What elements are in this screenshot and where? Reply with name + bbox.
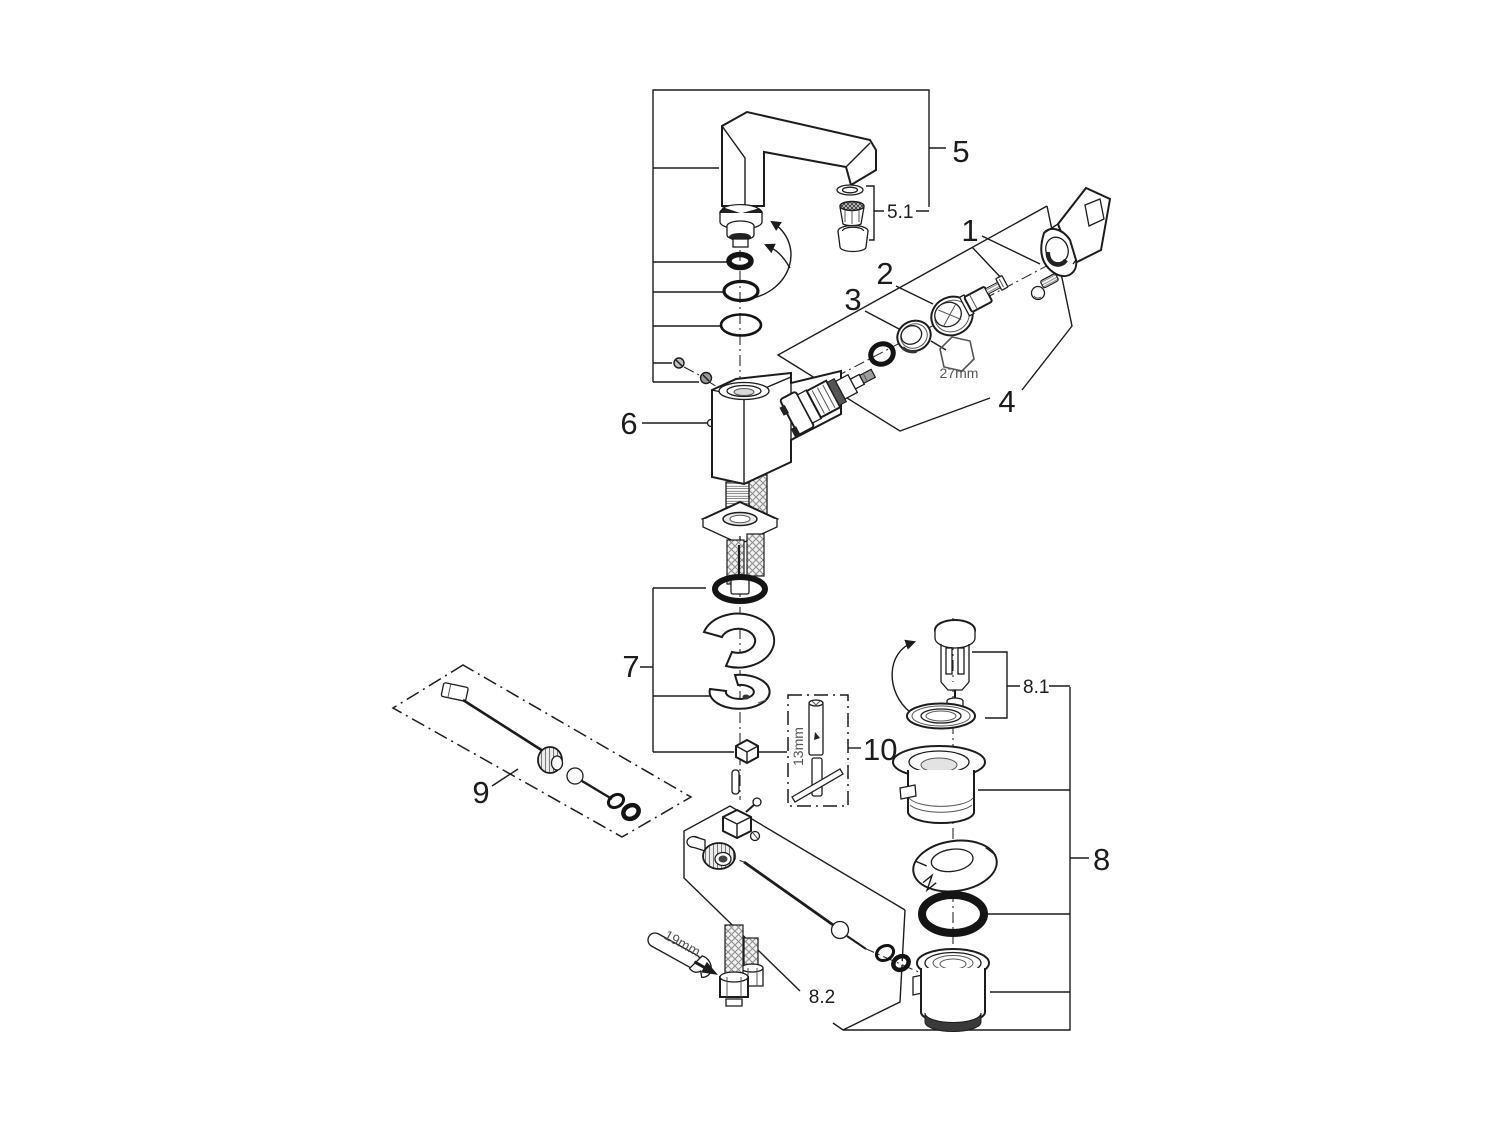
horizontal-rod-group	[686, 797, 911, 973]
mounting-set-group	[702, 566, 776, 795]
group-10-outline	[787, 694, 849, 807]
aerator-group	[836, 184, 869, 253]
cartridge-group	[779, 295, 974, 437]
callout-6: 6	[620, 406, 637, 441]
callout-5-1: 5.1	[887, 202, 913, 223]
drain-plug-group	[891, 619, 976, 730]
socket-tool-13mm	[791, 699, 844, 803]
callout-1: 1	[961, 213, 978, 248]
callout-leader-lines	[491, 89, 1089, 1031]
wrench-19mm-icon	[647, 932, 718, 978]
pop-up-rod-group	[440, 682, 641, 822]
callout-7: 7	[622, 649, 639, 684]
spout-group	[719, 110, 877, 248]
callout-3: 3	[844, 282, 861, 317]
supply-hoses	[719, 924, 764, 1007]
callout-8-1: 8.1	[1023, 677, 1049, 698]
callout-8: 8	[1093, 842, 1110, 877]
spout-o-rings	[719, 251, 763, 337]
set-screws	[673, 357, 713, 385]
callout-4: 4	[998, 384, 1015, 419]
drain-body-group	[892, 745, 998, 1032]
callout-10: 10	[863, 732, 897, 767]
group-9-outline	[391, 664, 693, 838]
rotate-arrow-icon	[747, 220, 792, 300]
callout-5: 5	[952, 134, 969, 169]
callout-2: 2	[876, 256, 893, 291]
handle-group	[958, 186, 1112, 317]
callout-9: 9	[472, 775, 489, 810]
socket-size-label: 13mm	[790, 727, 806, 766]
hex-size-label: 27mm	[940, 365, 979, 381]
hex-27mm	[939, 336, 975, 372]
callout-8-2: 8.2	[809, 987, 835, 1008]
callout-labels: 1 2 3 4 5 5.1 6 7 8 8.1 8.2 9 10 27mm 13…	[472, 134, 1110, 1008]
